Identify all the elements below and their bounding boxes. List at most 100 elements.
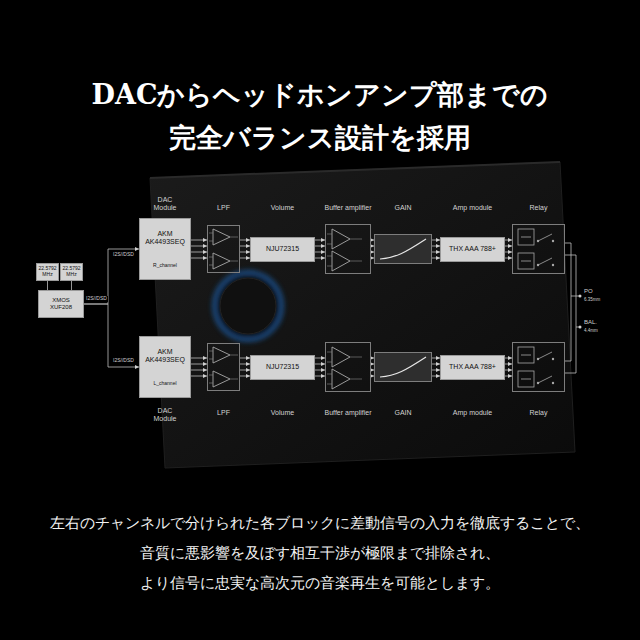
relay-box: Relay xyxy=(512,224,565,274)
block-label: Volume xyxy=(271,409,294,417)
jack-size: 6.35mm xyxy=(583,297,601,302)
connector-line xyxy=(191,370,207,371)
connector-line xyxy=(432,252,440,253)
part-name: THX AAA 788+ xyxy=(449,363,496,371)
title: DACからヘッドホンアンプ部までの 完全バランス設計を採用 xyxy=(0,73,640,159)
signal-connector xyxy=(84,249,139,304)
output-jack xyxy=(579,326,582,329)
relay-contact xyxy=(537,240,539,242)
output-jack xyxy=(579,295,582,298)
signal-connector xyxy=(84,304,139,367)
block-label: Relay xyxy=(530,204,548,212)
block-label: Relay xyxy=(530,409,548,417)
knob xyxy=(220,278,276,334)
block-label: GAIN xyxy=(394,409,411,417)
block-label: GAIN xyxy=(394,204,411,212)
signal-connector xyxy=(47,281,48,290)
signal-connector xyxy=(315,240,325,258)
connector-line xyxy=(505,364,512,365)
buffer-box: Buffer amplifier xyxy=(325,224,371,274)
connector-line xyxy=(432,258,440,259)
amp-box: Amp moduleTHX AAA 788+ xyxy=(440,237,505,262)
relay-contact xyxy=(552,240,554,242)
output-name: BAL. xyxy=(583,319,598,326)
connector-line xyxy=(505,258,512,259)
clock-box: 22.5792 MHz xyxy=(36,263,59,281)
connector-line xyxy=(191,364,207,365)
connector-line xyxy=(240,252,250,253)
volume-box: NJU72315Volume xyxy=(250,355,315,380)
processor-box: XMOS XUF208 xyxy=(38,290,84,318)
connector-line xyxy=(315,364,325,365)
signal-connector xyxy=(71,281,72,290)
connector-line xyxy=(191,252,207,253)
connector-line xyxy=(240,376,250,377)
gain-box: GAIN xyxy=(374,352,432,382)
block-label: Volume xyxy=(271,204,294,212)
connector-line xyxy=(240,246,250,247)
block-label: Buffer amplifier xyxy=(325,409,372,417)
signal-connector xyxy=(191,358,207,376)
connector-line xyxy=(432,370,440,371)
symbol-row xyxy=(209,229,554,271)
connector-line xyxy=(84,249,139,304)
connector-line xyxy=(71,281,72,290)
gain-box: GAIN xyxy=(374,234,432,264)
connector-line xyxy=(315,252,325,253)
connector-line xyxy=(315,370,325,371)
opamp-symbol xyxy=(213,229,230,269)
buffer-symbol xyxy=(332,229,350,271)
relay-switch xyxy=(521,234,552,265)
signal-name: I2S//DSD xyxy=(112,252,135,258)
connector-line xyxy=(505,252,512,253)
signal-name: I2S//DSD xyxy=(85,296,108,302)
symbol-row xyxy=(209,347,554,389)
signal-connector xyxy=(315,358,325,376)
dac-box: DAC ModuleAKM AK4493SEQR_channel xyxy=(139,218,191,280)
block-label: DAC Module xyxy=(150,407,180,423)
connector-line xyxy=(432,364,440,365)
signal-name: I2S//DSD xyxy=(112,358,135,364)
dac-box: AKM AK4493SEQL_channelDAC Module xyxy=(139,336,191,398)
block-label: Buffer amplifier xyxy=(325,204,372,212)
block-label: LPF xyxy=(217,409,230,417)
block-label: Amp module xyxy=(453,204,492,212)
connector-line xyxy=(505,370,512,371)
connector-line xyxy=(505,240,512,241)
connector-line xyxy=(191,376,207,377)
connector-line xyxy=(191,258,207,259)
connector-line xyxy=(505,376,512,377)
relay-contact xyxy=(552,264,554,266)
relay-box: Relay xyxy=(512,342,565,392)
connector-line xyxy=(191,246,207,247)
gain-curve xyxy=(380,239,426,259)
connector-line xyxy=(432,240,440,241)
block-label: LPF xyxy=(217,204,230,212)
connector-line xyxy=(315,240,325,241)
part-name: R_channel xyxy=(143,263,187,269)
connector-line xyxy=(505,358,512,359)
signal-connector xyxy=(432,240,440,258)
buffer-box: Buffer amplifier xyxy=(325,342,371,392)
filter-box: LPF xyxy=(207,343,240,391)
connector-line xyxy=(505,246,512,247)
filter-box: LPF xyxy=(207,225,240,273)
connector-line xyxy=(240,364,250,365)
part-name: L_channel xyxy=(143,381,187,387)
signal-connector xyxy=(240,358,250,376)
buffer-pins xyxy=(327,234,362,266)
connector-line xyxy=(432,376,440,377)
jack-size: 4.4mm xyxy=(583,328,599,333)
part-name: XMOS XUF208 xyxy=(47,297,75,311)
connector-line xyxy=(240,358,250,359)
part-name: AKM AK4493SEQ xyxy=(143,348,187,364)
clock-box: 22.5792 MHz xyxy=(60,263,83,281)
connector-line xyxy=(315,376,325,377)
connector-line xyxy=(432,358,440,359)
part-name: NJU72315 xyxy=(266,363,299,371)
connector-line xyxy=(84,304,139,367)
knob-ring xyxy=(214,272,282,340)
connector-line xyxy=(315,358,325,359)
